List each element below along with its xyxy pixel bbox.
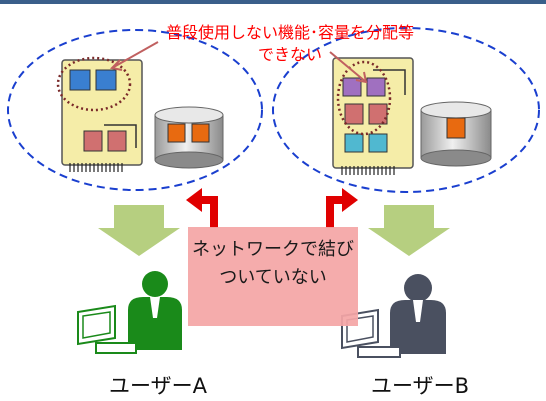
storage-b xyxy=(420,101,492,167)
user-a-label: ユーザーA xyxy=(109,374,207,398)
callout-arrow-left xyxy=(109,41,159,71)
system-a-boundary xyxy=(7,29,263,191)
top-bar xyxy=(0,0,546,4)
callout-text: 普段使用しない機能･容量を分配等できない xyxy=(165,23,414,64)
storage-a xyxy=(154,106,224,169)
system-b-boundary xyxy=(272,27,540,193)
network-note-box xyxy=(188,227,358,326)
green-arrow-b xyxy=(368,205,450,256)
motherboard-a xyxy=(56,56,143,172)
callout-arrow-right xyxy=(329,51,368,84)
motherboard-b xyxy=(332,57,414,175)
red-arrow-right xyxy=(326,188,358,228)
red-arrow-left xyxy=(186,188,218,228)
network-note-text: ネットワークで結びついていない xyxy=(192,239,354,288)
user-b-icon xyxy=(341,274,446,358)
user-a-icon xyxy=(77,271,182,354)
user-b-label: ユーザーB xyxy=(371,374,469,398)
green-arrow-a xyxy=(98,205,180,256)
